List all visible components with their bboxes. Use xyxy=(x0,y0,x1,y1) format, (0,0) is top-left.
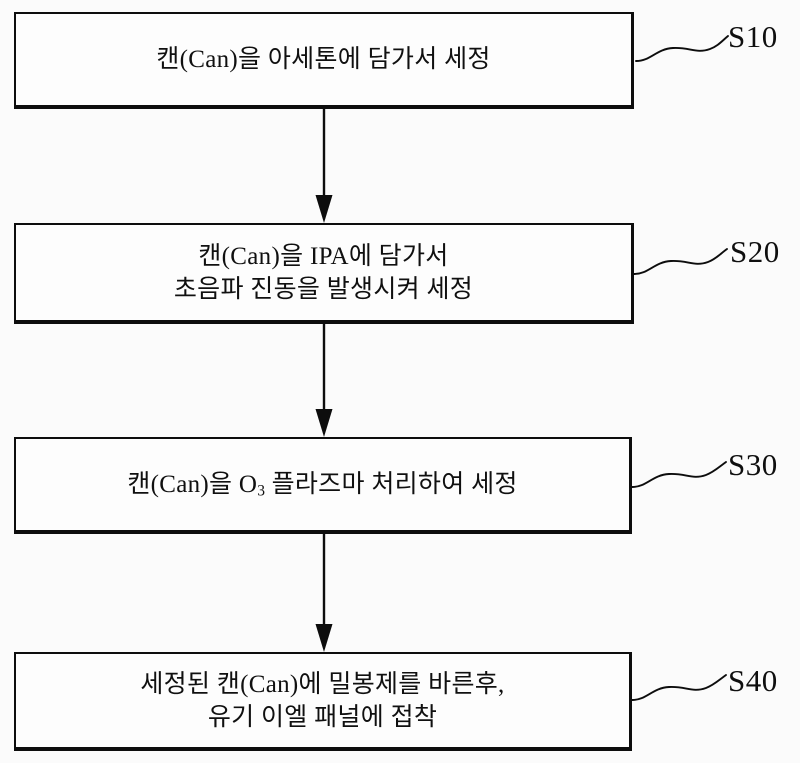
process-box-s10[interactable]: 캔(Can)을 아세톤에 담가서 세정 xyxy=(14,12,634,109)
process-box-s30-text-before: 캔(Can)을 O xyxy=(127,470,258,498)
process-box-s30-text-after: 플라즈마 처리하여 세정 xyxy=(265,470,518,498)
process-box-s10-text: 캔(Can)을 아세톤에 담가서 세정 xyxy=(156,46,491,73)
step-label-s40: S40 xyxy=(728,663,778,698)
process-box-s30-text: 캔(Can)을 O3 플라즈마 처리하여 세정 xyxy=(117,468,527,502)
connector-s10-s20 xyxy=(315,109,333,223)
step-label-s20: S20 xyxy=(730,234,780,269)
callout-leader-s10 xyxy=(635,35,729,62)
connector-s20-s30 xyxy=(315,324,333,437)
process-box-s30[interactable]: 캔(Can)을 O3 플라즈마 처리하여 세정 xyxy=(14,437,632,534)
callout-leader-s20 xyxy=(633,248,728,275)
process-box-s20[interactable]: 캔(Can)을 IPA에 담가서 초음파 진동을 발생시켜 세정 xyxy=(14,223,634,324)
subscript-3: 3 xyxy=(257,481,266,499)
callout-leader-s40 xyxy=(631,674,727,701)
step-label-s10: S10 xyxy=(728,19,778,54)
callout-leader-s30 xyxy=(631,461,727,488)
process-box-s20-text: 캔(Can)을 IPA에 담가서 초음파 진동을 발생시켜 세정 xyxy=(173,242,474,303)
process-box-s40-text: 세정된 캔(Can)에 밀봉제를 바른후, 유기 이엘 패널에 접착 xyxy=(140,670,505,731)
process-box-s40[interactable]: 세정된 캔(Can)에 밀봉제를 바른후, 유기 이엘 패널에 접착 xyxy=(14,652,632,751)
step-label-s30: S30 xyxy=(728,447,778,482)
connector-s30-s40 xyxy=(315,534,333,652)
